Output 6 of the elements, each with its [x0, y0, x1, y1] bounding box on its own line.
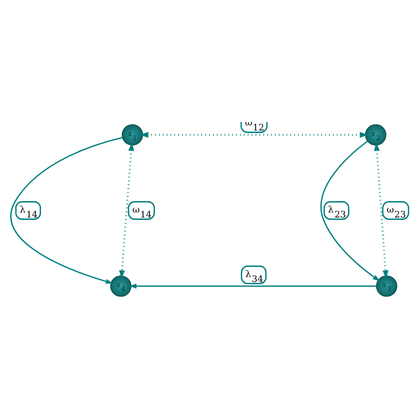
arrow	[320, 140, 380, 281]
arrow	[10, 136, 122, 284]
arrow	[374, 142, 388, 278]
arrow	[129, 283, 376, 288]
arrow	[140, 131, 368, 138]
arrow	[119, 142, 134, 278]
